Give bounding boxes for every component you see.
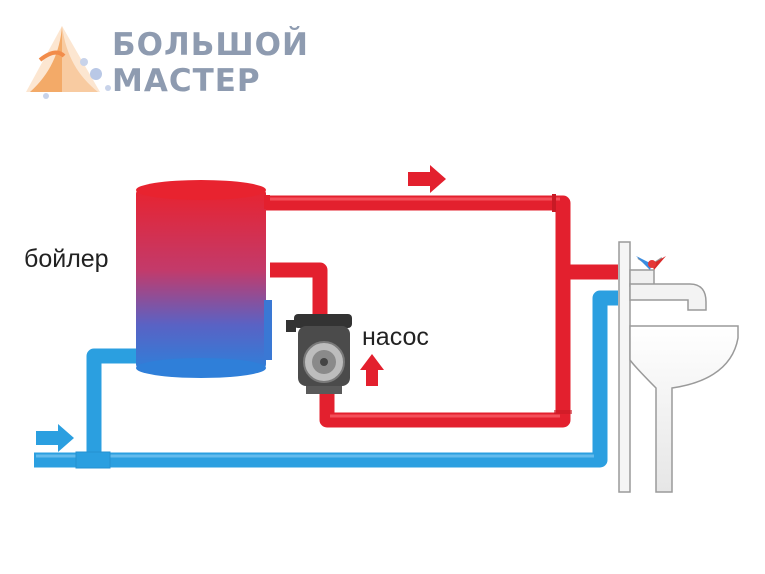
hot-pipes: [265, 195, 618, 428]
arrow-right-icon: [408, 165, 446, 193]
boiler: [136, 180, 272, 378]
cold-boiler-pipe: [86, 348, 140, 460]
sink-icon: [618, 241, 739, 493]
logo-text-line2: МАСТЕР: [112, 63, 261, 99]
logo-text-line1: БОЛЬШОЙ: [112, 27, 309, 63]
hot-main-pipe: [265, 195, 571, 428]
arrow-up-icon: [360, 354, 384, 386]
pump-icon: [286, 314, 352, 394]
triangle-logo-icon: [26, 26, 111, 99]
hot-pump-pipe: [270, 262, 328, 318]
cold-inlet-pipe: [34, 290, 618, 468]
boiler-label: бойлер: [24, 245, 109, 273]
faucet-icon: [629, 256, 707, 311]
cold-pipes: [34, 290, 618, 468]
arrow-right-icon: [36, 424, 74, 452]
pump-label: насос: [362, 323, 429, 351]
